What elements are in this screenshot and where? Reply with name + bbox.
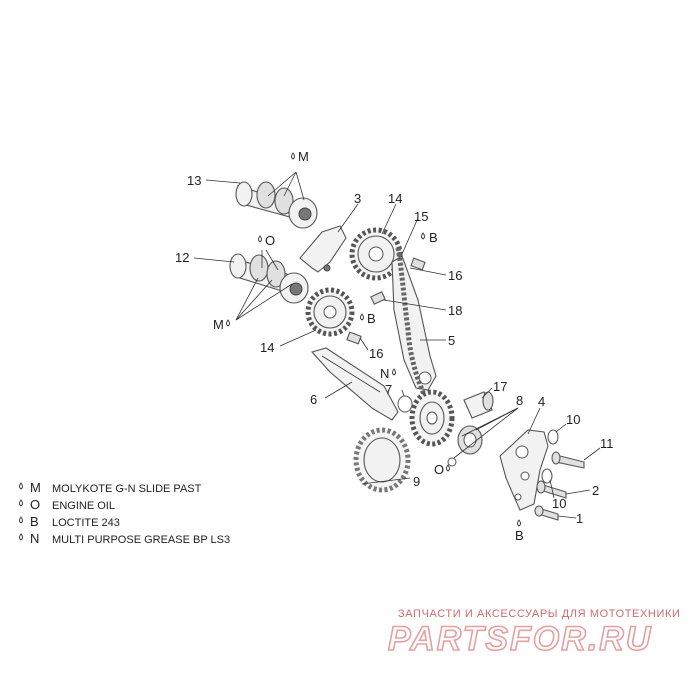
svg-text:O: O: [265, 233, 275, 248]
callout-6: 6: [310, 392, 317, 407]
sprocket-lower: [305, 287, 355, 337]
callout-3: 3: [354, 191, 361, 206]
svg-text:O: O: [30, 497, 40, 512]
svg-text:M: M: [213, 317, 224, 332]
svg-text:B: B: [367, 311, 376, 326]
svg-text:N: N: [30, 531, 39, 546]
legend-row-n: N MULTI PURPOSE GREASE BP LS3: [19, 531, 230, 546]
watermark: ЗАПЧАСТИ И АКСЕССУАРЫ ДЛЯ МОТОТЕХНИКИ PA…: [387, 608, 680, 659]
callout-18: 18: [448, 303, 462, 318]
camshaft-lower: [229, 253, 309, 304]
callout-16-lower: 16: [369, 346, 383, 361]
gear-front: [409, 389, 455, 447]
oil-drop-icon: [19, 482, 23, 490]
svg-text:M: M: [30, 480, 41, 495]
chain-guide-part: [311, 347, 399, 421]
svg-text:B: B: [429, 230, 438, 245]
svg-text:B: B: [515, 528, 524, 543]
gear-large: [353, 427, 411, 493]
svg-text:LOCTITE 243: LOCTITE 243: [52, 517, 120, 529]
leader-lines: [193, 171, 601, 519]
svg-text:N: N: [380, 366, 389, 381]
oil-drop-icon: [517, 519, 521, 527]
bolt-upper: [410, 257, 426, 271]
callout-10-upper: 10: [566, 412, 580, 427]
cam-bracket-part: [299, 225, 347, 273]
washer-10-upper: [547, 429, 559, 445]
callout-11: 11: [600, 436, 614, 451]
oil-drop-icon: [421, 232, 425, 240]
svg-text:M: M: [298, 149, 309, 164]
callout-13: 13: [187, 173, 201, 188]
bolt-1: [534, 505, 559, 521]
needle-bearing: [457, 425, 483, 455]
svg-text:O: O: [434, 462, 444, 477]
oil-drop-icon: [360, 313, 364, 321]
callout-14-lower: 14: [260, 340, 274, 355]
bolt-11: [551, 451, 585, 469]
oil-drop-icon: [446, 464, 450, 472]
callout-14-upper: 14: [388, 191, 402, 206]
callout-12: 12: [175, 250, 189, 265]
callout-17: 17: [493, 379, 507, 394]
callout-10-lower: 10: [552, 496, 566, 511]
legend-row-b: B LOCTITE 243: [19, 514, 120, 529]
oil-drop-icon: [258, 235, 262, 243]
timing-chain: [395, 247, 435, 412]
svg-text:MOLYKOTE G-N SLIDE PAST: MOLYKOTE G-N SLIDE PAST: [52, 483, 202, 495]
callout-9: 9: [413, 474, 420, 489]
svg-text:B: B: [30, 514, 39, 529]
legend-row-m: M MOLYKOTE G-N SLIDE PAST: [19, 480, 202, 495]
camshaft-upper: [235, 181, 318, 229]
watermark-tagline: ЗАПЧАСТИ И АКСЕССУАРЫ ДЛЯ МОТОТЕХНИКИ: [398, 608, 680, 620]
bolt-18: [370, 291, 386, 305]
legend: M MOLYKOTE G-N SLIDE PAST O ENGINE OIL B…: [19, 480, 230, 546]
washer-10-lower: [541, 468, 553, 484]
callout-1: 1: [576, 511, 583, 526]
pin-17: [463, 391, 494, 419]
oil-drop-icon: [226, 319, 230, 327]
oil-drop-icon: [19, 516, 23, 524]
svg-text:MULTI PURPOSE GREASE BP LS3: MULTI PURPOSE GREASE BP LS3: [52, 534, 230, 546]
washer-7: [397, 395, 413, 413]
callout-15: 15: [414, 209, 428, 224]
callout-8: 8: [516, 393, 523, 408]
cover-plate: [499, 429, 549, 511]
callout-5: 5: [448, 333, 455, 348]
watermark-brand: PARTSFOR.RU: [388, 620, 652, 658]
bolt-lower: [346, 331, 362, 345]
bolt-2: [536, 480, 567, 499]
callout-16-upper: 16: [448, 268, 462, 283]
oil-drop-icon: [392, 368, 396, 376]
callout-7: 7: [385, 382, 392, 397]
oil-drop-icon: [19, 499, 23, 507]
lubricant-markers: M O M B B N O B: [213, 149, 524, 543]
oil-drop-icon: [291, 152, 295, 160]
callout-labels: 13 12 3 14 15 16 18 5 14 16 7 6 17 8 4 1…: [175, 173, 614, 526]
callout-2: 2: [592, 483, 599, 498]
legend-row-o: O ENGINE OIL: [19, 497, 115, 512]
callout-4: 4: [538, 394, 545, 409]
svg-text:ENGINE OIL: ENGINE OIL: [52, 500, 115, 512]
oil-drop-icon: [19, 533, 23, 541]
